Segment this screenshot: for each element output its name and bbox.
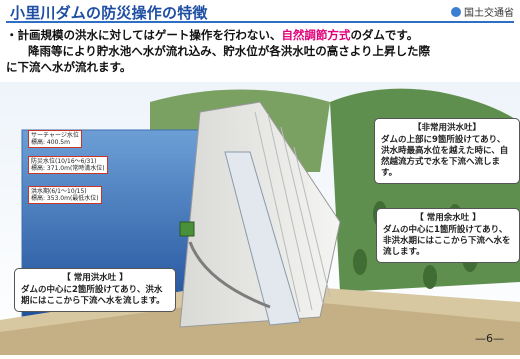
surcharge-level-name: サーチャージ水位 xyxy=(31,132,79,139)
agency-name: 国土交通省 xyxy=(464,8,514,19)
flood-spillway-text: ダムの中心に2箇所設けてあり、洪水期にはここから下流へ水を流します。 xyxy=(21,285,165,306)
emergency-spillway-text: ダムの上部に9箇所設けてあり、洪水時最高水位を越えた時に、自然越流方式で水を下流… xyxy=(381,135,509,178)
conduit-pipe xyxy=(188,241,271,309)
flood-level-value: 標高: 353.0m(最低水位) xyxy=(31,195,99,202)
slide-header: 小里川ダムの防災操作の特徴 国土交通省 xyxy=(0,0,520,23)
surcharge-level-label: サーチャージ水位 標高: 400.5m xyxy=(28,130,82,148)
mlit-logo-icon xyxy=(451,6,461,17)
normal-spillway-title: 【 常用余水吐 】 xyxy=(415,213,481,223)
emergency-spillway-title: 【非常用洪水吐】 xyxy=(412,123,481,133)
agency-label: 国土交通省 xyxy=(451,4,514,19)
normal-level-value: 標高: 371.0m(常時満水位) xyxy=(31,165,105,172)
description-line-1-suffix: のダムです。 xyxy=(350,28,419,42)
flood-spillway-callout: 【 常用洪水吐 】 ダムの中心に2箇所設けてあり、洪水期にはここから下流へ水を流… xyxy=(14,268,176,312)
flood-level-label: 洪水期(6/1～10/15) 標高: 353.0m(最低水位) xyxy=(28,186,102,204)
dam-spillway-steps xyxy=(254,111,331,313)
page-number: —6— xyxy=(475,332,504,345)
header-divider xyxy=(6,21,514,23)
normal-spillway-callout: 【 常用余水吐 】 ダムの中心に1箇所設けてあり、非洪水期にはここから下流へ水を… xyxy=(376,208,520,263)
page-title: 小里川ダムの防災操作の特徴 xyxy=(10,4,208,22)
description-line-1: ・計画規模の洪水に対してはゲート操作を行わない、自然調節方式のダムです。 xyxy=(6,27,518,43)
surcharge-level-value: 標高: 400.5m xyxy=(31,139,70,146)
description-line-3: に下流へ水が流れます。 xyxy=(6,60,132,74)
description-text: ・計画規模の洪水に対してはゲート操作を行わない、自然調節方式のダムです。 降雨等… xyxy=(6,27,518,75)
normal-spillway-text: ダムの中心に1箇所設けてあり、非洪水期にはここから下流へ水を流します。 xyxy=(383,225,511,257)
flood-level-name: 洪水期(6/1～10/15) xyxy=(31,188,87,195)
normal-level-name: 防災水位(10/16～6/31) xyxy=(31,158,97,165)
spillway-chute xyxy=(224,151,301,326)
normal-level-label: 防災水位(10/16～6/31) 標高: 371.0m(常時満水位) xyxy=(28,156,108,174)
emergency-spillway-callout: 【非常用洪水吐】 ダムの上部に9箇所設けてあり、洪水時最高水位を越えた時に、自然… xyxy=(374,118,520,184)
ground-foreground xyxy=(0,297,520,355)
flood-spillway-title: 【 常用洪水吐 】 xyxy=(62,273,128,283)
description-highlight: 自然調節方式 xyxy=(281,28,351,42)
dam-illustration: サーチャージ水位 標高: 400.5m 防災水位(10/16～6/31) 標高:… xyxy=(0,82,520,355)
intake-gate xyxy=(179,221,195,237)
description-line-1-prefix: ・計画規模の洪水に対してはゲート操作を行わない、 xyxy=(6,28,282,42)
description-line-2: 降雨等により貯水池へ水が流れ込み、貯水位が各洪水吐の高さより上昇した際 xyxy=(28,44,431,58)
